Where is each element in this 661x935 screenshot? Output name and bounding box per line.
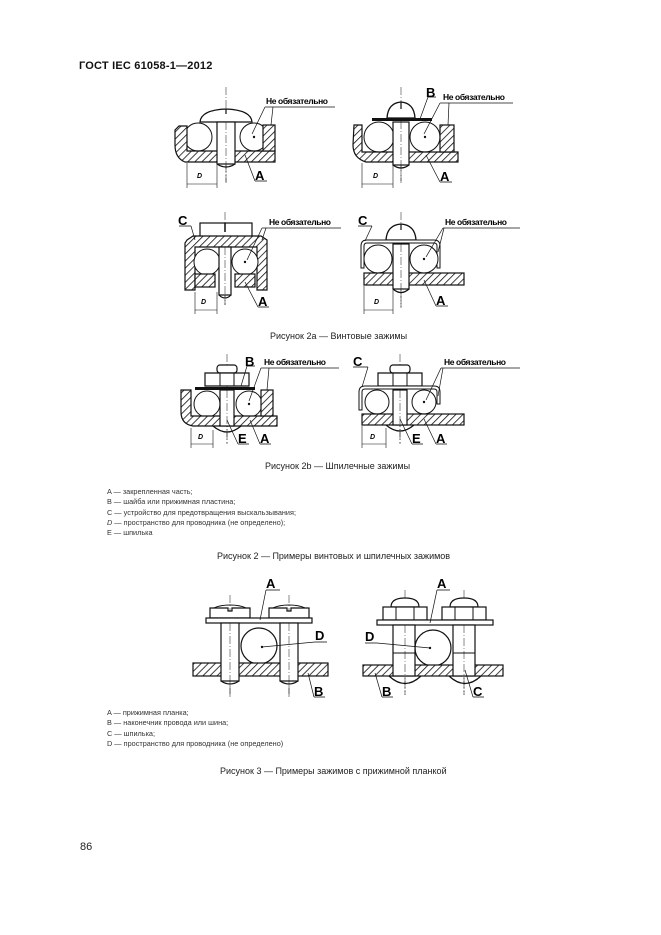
figure-3-drawing-1: A D B <box>192 576 329 699</box>
label-e: E <box>412 431 421 446</box>
figure-2b-drawing-2: C Не обязательно D E A <box>353 354 520 448</box>
label-d: D <box>315 628 324 643</box>
label-d: D <box>370 434 375 441</box>
legend-item: D — пространство для проводника (не опре… <box>107 517 286 527</box>
label-b: B <box>314 684 323 699</box>
label-d: D <box>197 173 202 180</box>
figure-2b-caption: Рисунок 2b — Шпилечные зажимы <box>265 461 411 471</box>
optional-label: Не обязательно <box>266 96 328 106</box>
figure-2a-drawing-4: C Не обязательно D A <box>358 212 520 314</box>
label-b: B <box>245 354 254 369</box>
optional-label: Не обязательно <box>444 357 506 367</box>
label-c: C <box>473 684 483 699</box>
label-a: A <box>255 168 265 183</box>
label-b: B <box>426 85 435 100</box>
label-a: A <box>258 294 268 309</box>
figure-2a-drawing-1: Не обязательно D A <box>174 87 335 188</box>
legend-item: A — прижимная планка; <box>107 708 189 717</box>
figure-2a-caption: Рисунок 2а — Винтовые зажимы <box>270 331 408 341</box>
legend-item: B — наконечник провода или шина; <box>107 718 229 728</box>
figure-2b-drawing-1: B Не обязательно D E A <box>180 354 339 448</box>
label-c: C <box>353 354 363 369</box>
figure-2a-drawing-3: C Не обязательно D A <box>178 212 341 314</box>
figure-3-caption: Рисунок 3 — Примеры зажимов с прижимной … <box>220 766 447 776</box>
label-d: D <box>374 299 379 306</box>
label-a: A <box>266 576 276 591</box>
legend-item: C — шпилька; <box>107 728 156 738</box>
label-a: A <box>436 293 446 308</box>
label-d: D <box>198 434 203 441</box>
figure-3-legend: A — прижимная планка; B — наконечник про… <box>107 708 283 749</box>
legend-item: C — устройство для предотвращения выскал… <box>107 507 296 517</box>
optional-label: Не обязательно <box>445 217 507 227</box>
label-d: D <box>201 299 206 306</box>
figure-3-drawing-2: A D B C <box>362 576 504 699</box>
label-a: A <box>260 431 270 446</box>
optional-label: Не обязательно <box>269 217 331 227</box>
document-header: ГОСТ IEC 61058-1—2012 <box>79 60 213 72</box>
optional-label: Не обязательно <box>443 92 505 102</box>
figure-2-legend: A — закрепленная часть; B — шайба или пр… <box>107 487 296 538</box>
label-d: D <box>365 629 374 644</box>
figure-2-caption: Рисунок 2 — Примеры винтовых и шпилечных… <box>217 551 451 561</box>
label-b: B <box>382 684 391 699</box>
label-c: C <box>358 213 368 228</box>
legend-item: E — шпилька <box>107 528 153 538</box>
label-c: C <box>178 213 188 228</box>
legend-item: B — шайба или прижимная пластина; <box>107 497 236 507</box>
legend-item: D — пространство для проводника (не опре… <box>107 738 284 748</box>
label-a: A <box>436 431 446 446</box>
optional-label: Не обязательно <box>264 357 326 367</box>
label-a: A <box>440 169 450 184</box>
label-e: E <box>238 431 247 446</box>
page-number: 86 <box>80 841 93 853</box>
figure-2a-drawing-2: B Не обязательно D A <box>352 85 513 188</box>
legend-item: A — закрепленная часть; <box>107 487 193 496</box>
label-a: A <box>437 576 447 591</box>
label-d: D <box>373 173 378 180</box>
